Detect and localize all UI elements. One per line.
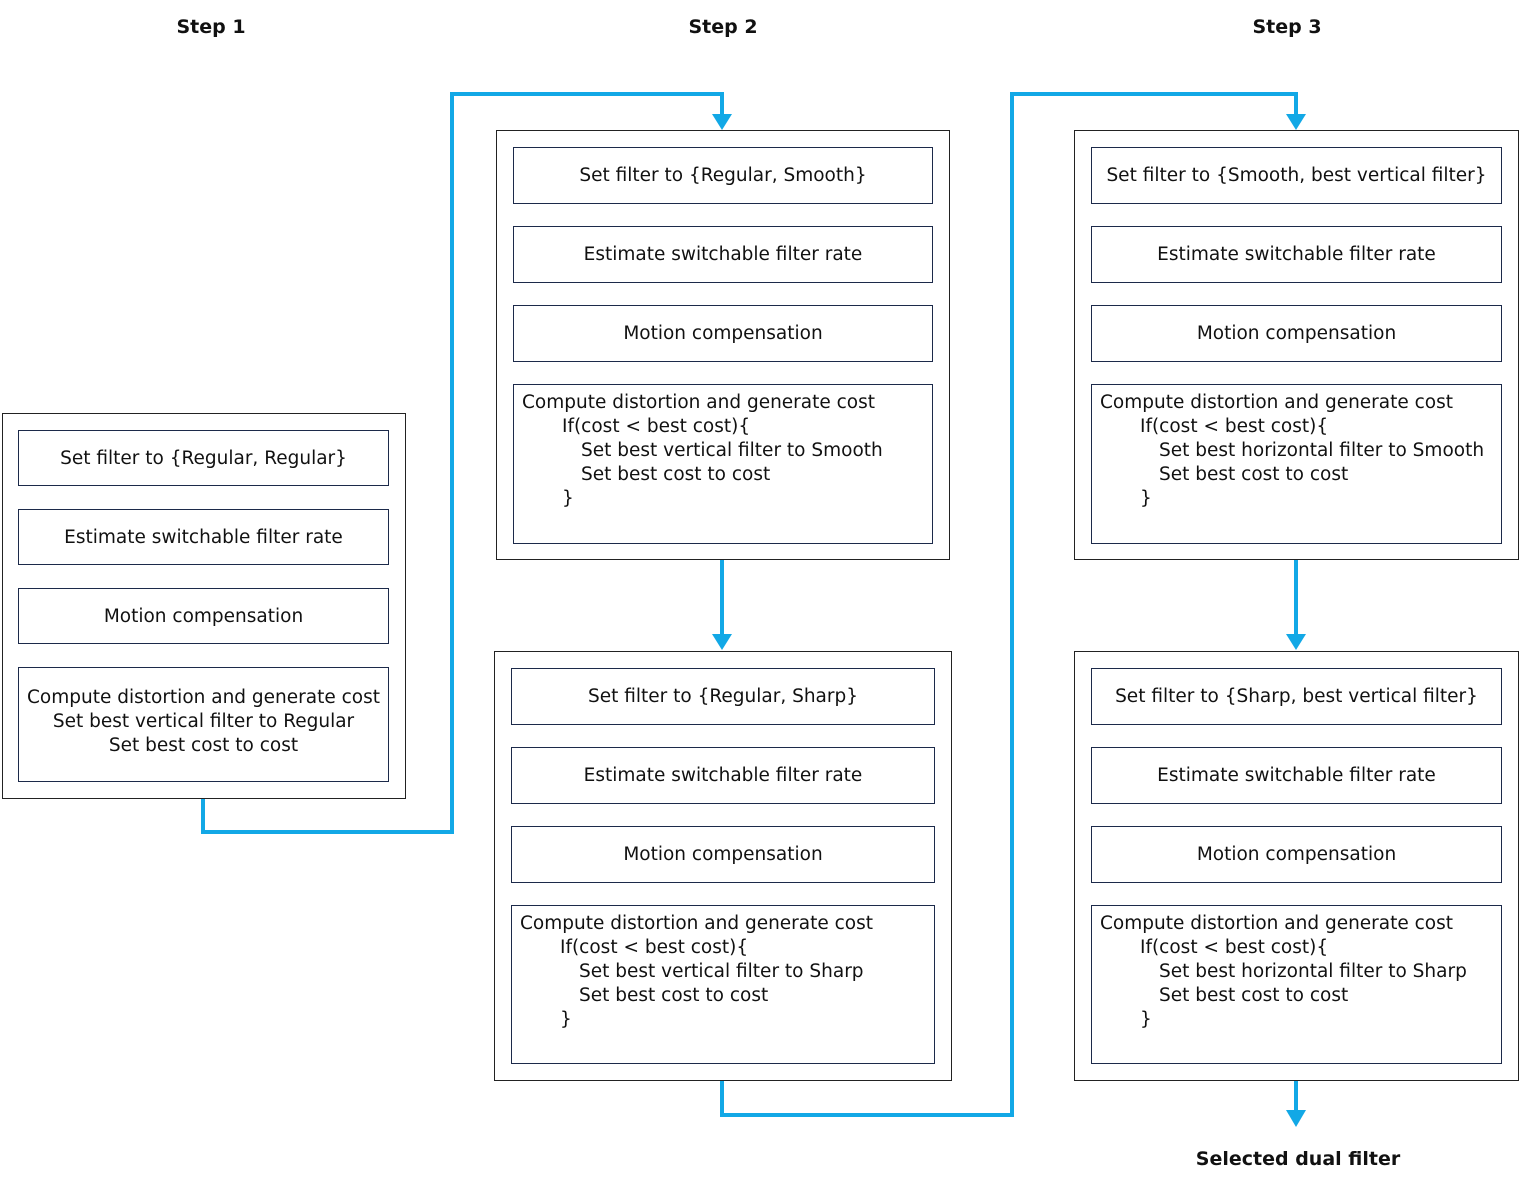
g3a-compute-line-3: Set best horizontal filter to Smooth — [1159, 440, 1485, 461]
arrowhead-result — [1286, 1110, 1306, 1127]
g1-compute-box: Compute distortion and generate cost Set… — [18, 667, 389, 782]
g1-set-filter-box: Set filter to {Regular, Regular} — [18, 430, 389, 486]
g1-motion-box: Motion compensation — [18, 588, 389, 644]
g2b-motion-box: Motion compensation — [511, 826, 935, 883]
g1-compute-line-3: Set best cost to cost — [108, 735, 299, 756]
g2b-compute-line-4: Set best cost to cost — [579, 985, 769, 1006]
g3b-compute-line-3: Set best horizontal filter to Sharp — [1159, 961, 1467, 982]
g2b-set-filter-box: Set filter to {Regular, Sharp} — [511, 668, 935, 725]
arrowhead-step2-top — [712, 114, 732, 130]
g3a-estimate-box: Estimate switchable filter rate — [1091, 226, 1502, 283]
g3b-compute-line-5: } — [1140, 1009, 1152, 1030]
g3b-set-filter-box: Set filter to {Sharp, best vertical filt… — [1091, 668, 1502, 725]
connector-step2-to-step3 — [720, 92, 1298, 1117]
step-1-title: Step 1 — [176, 16, 246, 38]
g3b-estimate-box: Estimate switchable filter rate — [1091, 747, 1502, 804]
g3b-compute-line-4: Set best cost to cost — [1159, 985, 1349, 1006]
connector-step1-to-step2 — [201, 92, 724, 834]
g3b-motion-box: Motion compensation — [1091, 826, 1502, 883]
step-3-title: Step 3 — [1252, 16, 1322, 38]
g2b-compute-box: Compute distortion and generate cost If(… — [511, 905, 935, 1064]
g1-estimate-box: Estimate switchable filter rate — [18, 509, 389, 565]
arrowhead-step3b-top — [1286, 634, 1306, 650]
g3b-compute-line-1: Compute distortion and generate cost — [1100, 913, 1454, 934]
g2a-set-filter-box: Set filter to {Regular, Smooth} — [513, 147, 933, 204]
g2a-motion-box: Motion compensation — [513, 305, 933, 362]
g2a-compute-line-4: Set best cost to cost — [581, 464, 771, 485]
g2b-estimate-box: Estimate switchable filter rate — [511, 747, 935, 804]
g3a-compute-line-1: Compute distortion and generate cost — [1100, 392, 1454, 413]
g2a-compute-line-1: Compute distortion and generate cost — [522, 392, 876, 413]
g2a-compute-line-5: } — [562, 488, 574, 509]
arrowhead-step3-top — [1286, 114, 1306, 130]
g3b-compute-line-2: If(cost < best cost){ — [1140, 937, 1329, 958]
selected-dual-filter-label: Selected dual filter — [1195, 1148, 1401, 1170]
g2b-compute-line-5: } — [560, 1009, 572, 1030]
arrowhead-step2b-top — [712, 634, 732, 650]
step-2-title: Step 2 — [688, 16, 758, 38]
g3b-compute-box: Compute distortion and generate cost If(… — [1091, 905, 1502, 1064]
g1-compute-line-2: Set best vertical filter to Regular — [52, 711, 355, 732]
g2a-compute-box: Compute distortion and generate cost If(… — [513, 384, 933, 544]
g2b-compute-line-3: Set best vertical filter to Sharp — [579, 961, 864, 982]
g2b-compute-line-1: Compute distortion and generate cost — [520, 913, 874, 934]
g2a-estimate-box: Estimate switchable filter rate — [513, 226, 933, 283]
g2a-compute-line-3: Set best vertical filter to Smooth — [581, 440, 883, 461]
g2a-compute-line-2: If(cost < best cost){ — [562, 416, 751, 437]
g3a-set-filter-box: Set filter to {Smooth, best vertical fil… — [1091, 147, 1502, 204]
g3a-compute-line-4: Set best cost to cost — [1159, 464, 1349, 485]
g3a-compute-box: Compute distortion and generate cost If(… — [1091, 384, 1502, 544]
g3a-motion-box: Motion compensation — [1091, 305, 1502, 362]
g2b-compute-line-2: If(cost < best cost){ — [560, 937, 749, 958]
g3a-compute-line-2: If(cost < best cost){ — [1140, 416, 1329, 437]
g1-compute-line-1: Compute distortion and generate cost — [26, 687, 381, 708]
g3a-compute-line-5: } — [1140, 488, 1152, 509]
